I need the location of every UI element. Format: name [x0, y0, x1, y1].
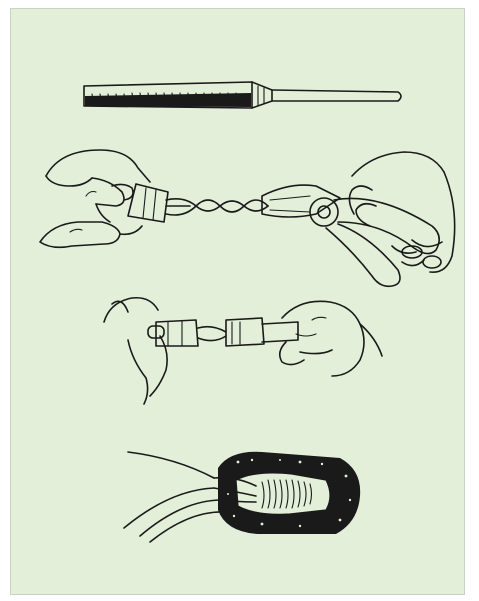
crimp-connector-icon [124, 452, 360, 542]
pliers-icon [40, 150, 455, 286]
connector-icon [104, 298, 382, 404]
file-icon [84, 82, 401, 108]
